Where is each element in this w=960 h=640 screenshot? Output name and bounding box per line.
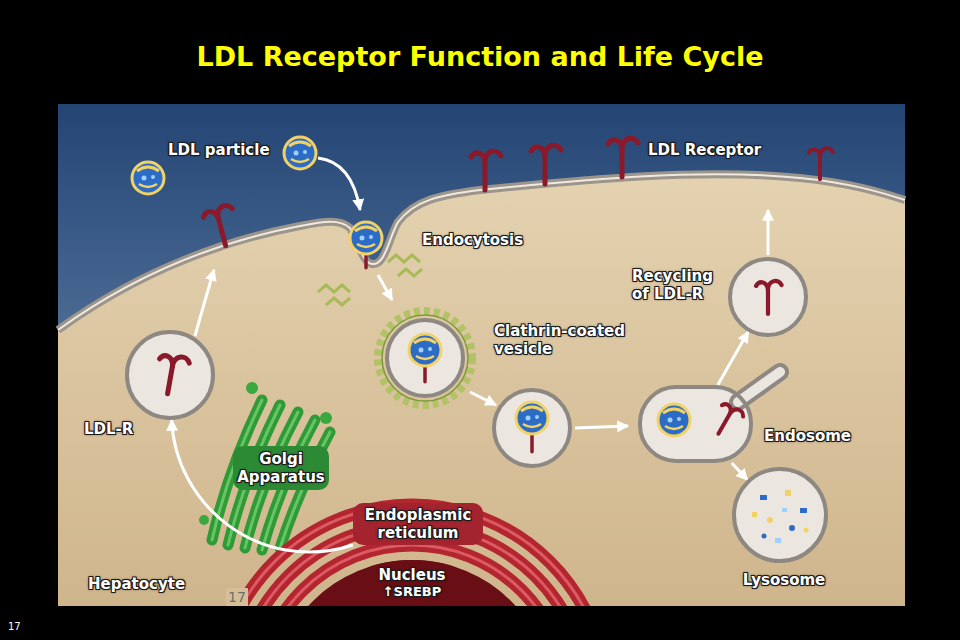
flow-arrow	[718, 332, 748, 385]
node-label: Hepatocyte	[88, 575, 228, 593]
cell-region: Hepatocyte LDL-R Clathrin-coated vesicle Re…	[58, 104, 905, 606]
node-label: Lysosome	[734, 571, 834, 589]
text-holder: Nucleus↑SREBP	[342, 560, 482, 606]
extracellular-space	[58, 104, 905, 606]
uncoated-vesicle	[494, 390, 570, 466]
vesicle-interior	[128, 260, 825, 560]
lysosome-fragments	[752, 490, 809, 543]
clathrin-coat	[378, 311, 472, 405]
node-label: Golgi Apparatus	[237, 450, 325, 486]
node-label: Clathrin-coated vesicle	[494, 322, 654, 358]
golgi-apparatus	[199, 382, 332, 550]
node-label: Recycling of LDL-R	[632, 267, 728, 303]
flow-arrow	[172, 420, 353, 552]
node-label: Nucleus	[378, 566, 445, 584]
vesicle: LDL-R	[125, 330, 215, 420]
golgi-label-patch: Golgi Apparatus	[233, 446, 329, 490]
clathrin-coat	[318, 255, 422, 305]
endoplasmic-reticulum	[217, 505, 607, 606]
clathrin-coat	[382, 315, 468, 401]
part-label: LDL Receptor	[648, 141, 761, 159]
ldl-receptor	[154, 281, 782, 452]
nucleus-shape	[342, 560, 482, 606]
text-holder: Golgi Apparatus	[233, 446, 329, 490]
coated-vesicle: Clathrin-coated vesicle	[385, 318, 465, 398]
part-label: LDL particle	[168, 141, 270, 159]
ldl-particle	[132, 137, 382, 254]
node-label: Endosome	[764, 427, 864, 445]
node-label: ↑SREBP	[383, 584, 442, 600]
slide-number: 17	[226, 588, 248, 606]
slide-title: LDL Receptor Function and Life Cycle	[0, 40, 960, 74]
text-holder: Endoplasmic reticulum	[353, 503, 483, 545]
nucleus: Nucleus↑SREBP	[342, 560, 482, 606]
slide-number: 17	[8, 621, 21, 633]
er-label-patch: Endoplasmic reticulum	[353, 503, 483, 545]
flow-arrow	[732, 463, 748, 480]
node-label: Endoplasmic reticulum	[357, 506, 479, 542]
lysosome: Lysosome	[732, 467, 828, 563]
node-label: LDL-R	[84, 420, 154, 438]
process-label: Endocytosis	[422, 231, 523, 249]
recycling-vesicle: Recycling of LDL-R	[728, 257, 808, 337]
endosome: Endosome	[638, 385, 753, 463]
